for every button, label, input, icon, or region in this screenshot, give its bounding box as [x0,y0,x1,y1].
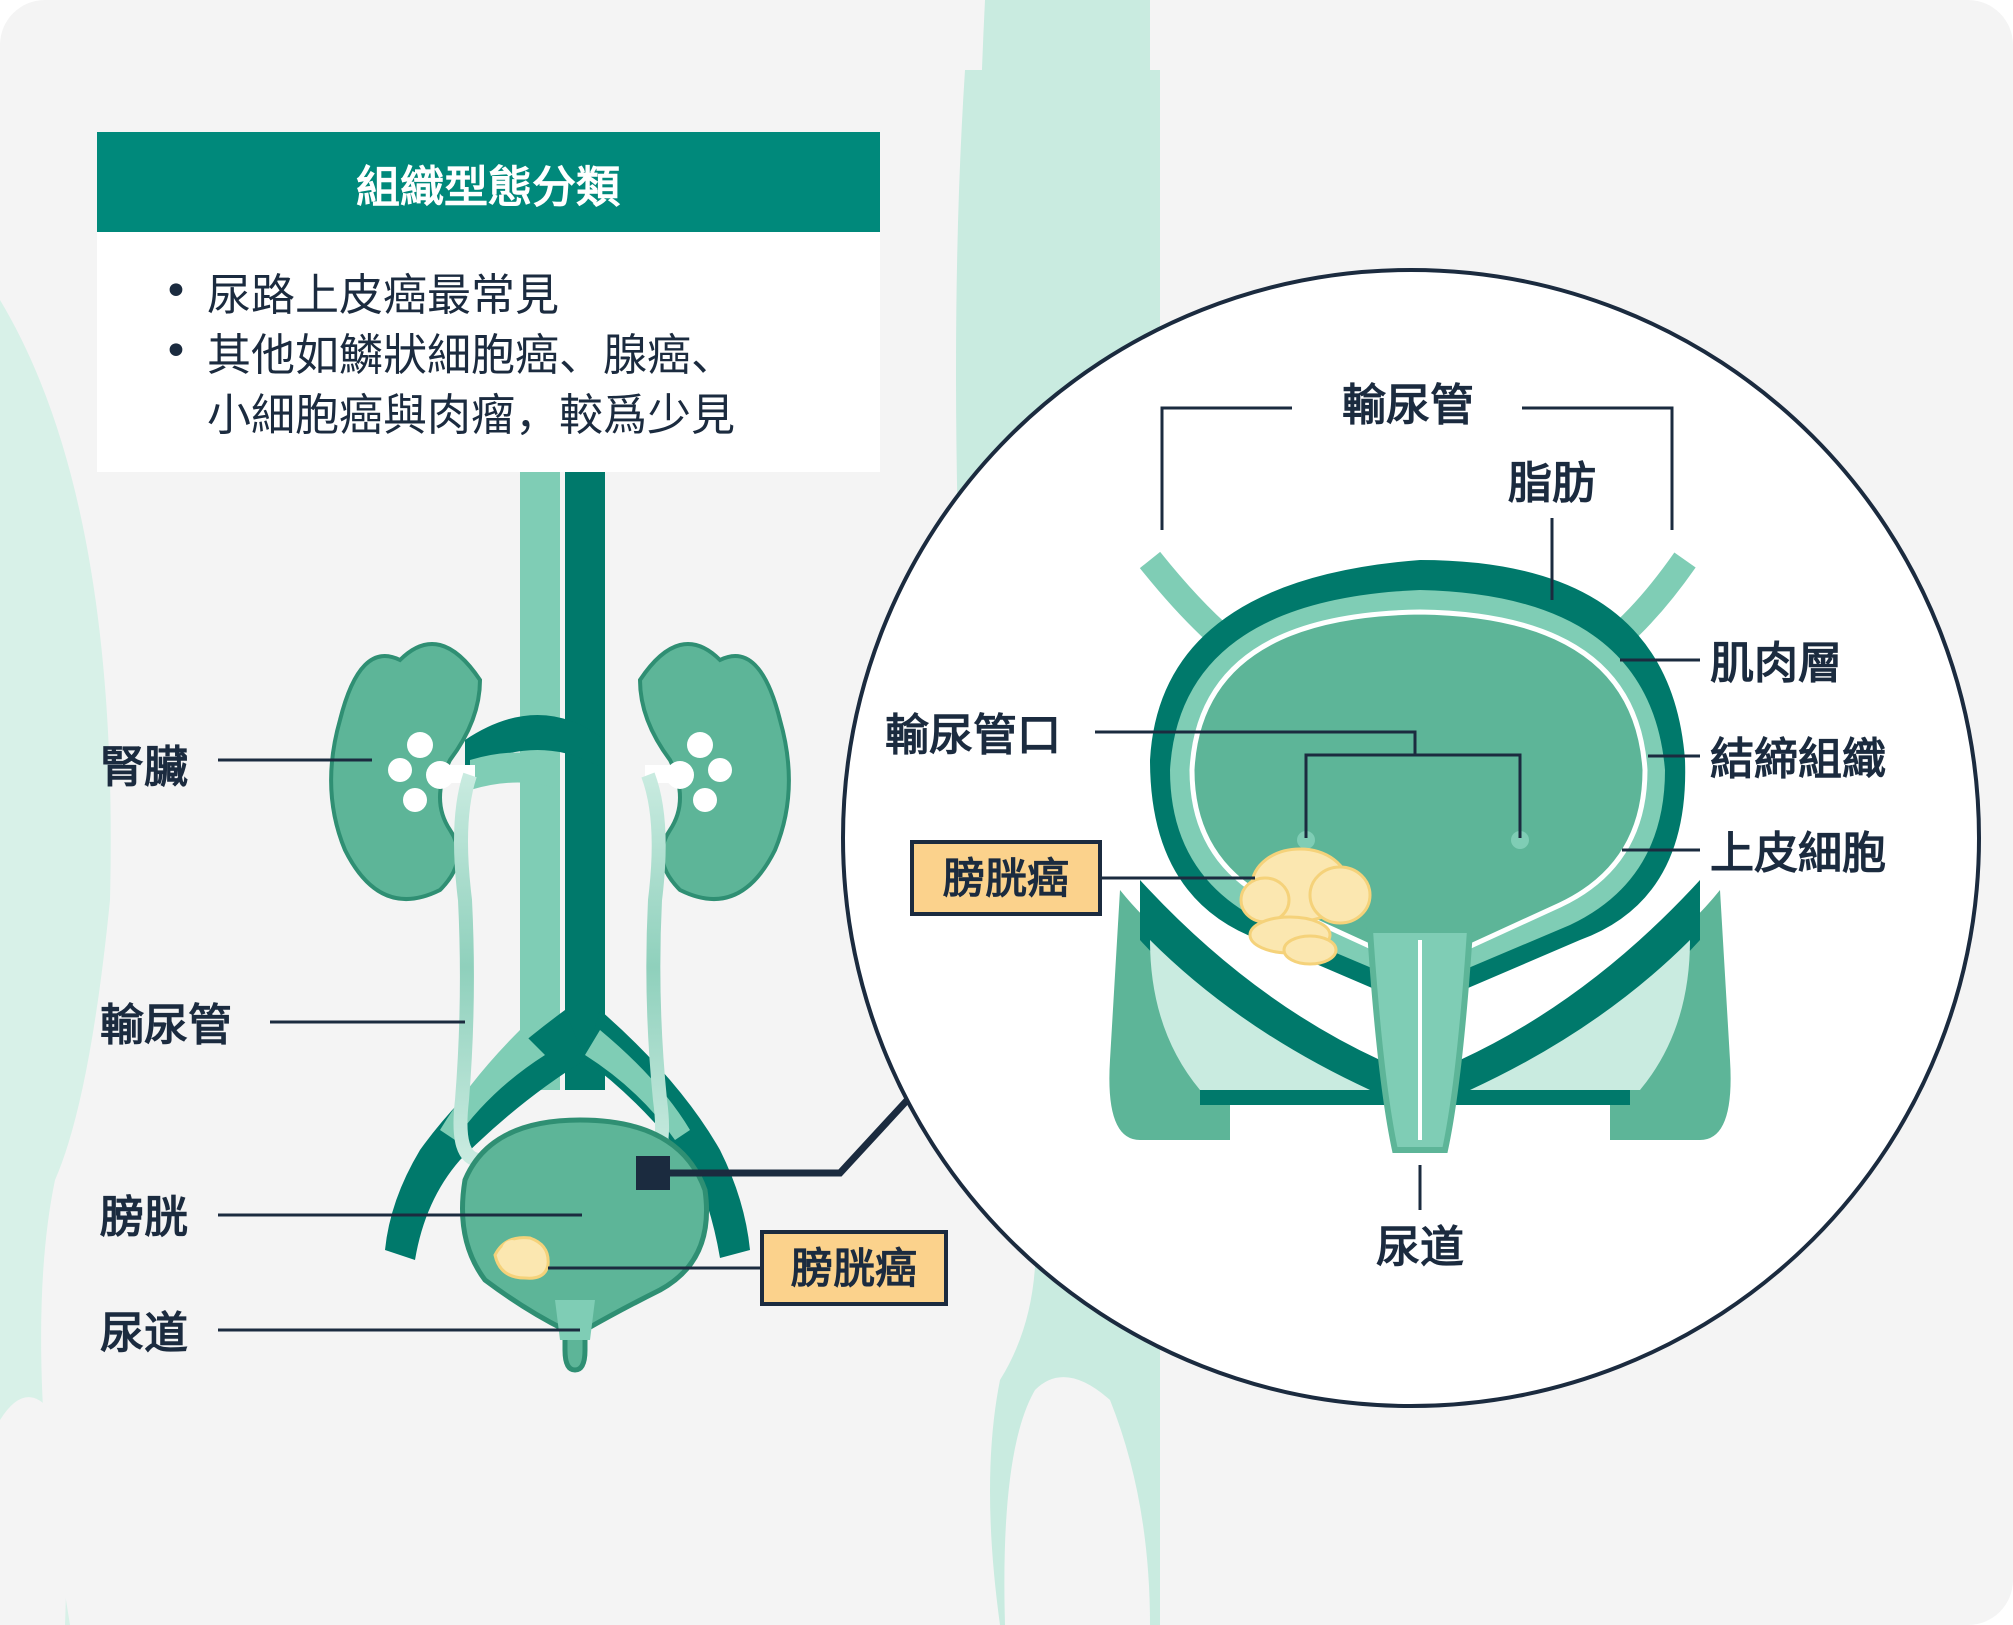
cancer-label-box [760,1230,948,1306]
card-bullet-2-cont: 小細胞癌與肉瘤，較爲少見 [207,390,735,441]
ureter-left [453,772,481,1167]
zoom-label-fat: 脂肪 [1508,458,1596,509]
left-arm-gap [0,1397,66,1625]
card-header [97,132,880,232]
pelvic-band-right [1460,880,1700,1100]
pelvic-band-left [1140,880,1380,1100]
card-bullet-1: 尿路上皮癌最常見 [207,270,559,321]
body-left-edge [0,300,111,1625]
label-urethra: 尿道 [100,1308,188,1359]
orifice-right [1511,831,1529,849]
leader-orifice-bracket [1304,753,1522,838]
tumor-bump [502,1240,522,1260]
iliac-artery-left [385,1010,585,1260]
card-bullet-mark-2: • [163,326,189,377]
zoom-label-orifice: 輸尿管口 [885,710,1061,761]
zoom-label-cancer: 膀胱癌 [942,854,1069,903]
ureter-right [641,772,670,1167]
zoom-circle-outline [841,268,1981,1408]
aorta [565,470,605,1090]
pelvic-light-left [1150,940,1370,1090]
zoom-label-ureter: 輸尿管 [1342,380,1474,431]
right-arm-gap [1004,1377,1150,1625]
renal-vessels [465,715,605,770]
bladder-tumor [493,1236,550,1280]
card-bullet-mark-1: • [163,266,189,317]
label-ureter: 輸尿管 [100,1000,232,1051]
zoom-label-muscle: 肌肉層 [1710,638,1842,689]
renal-vessels-light [470,752,560,790]
zoom-label-epithelium: 上皮細胞 [1710,828,1886,879]
zoom-connector [670,1067,938,1177]
zoom-tumor [1239,847,1372,966]
zoom-label-urethra: 尿道 [1376,1222,1464,1273]
card-title: 組織型態分類 [356,162,621,213]
urethra [555,1300,595,1340]
zoom-contents [1109,551,1731,1153]
zoom-cancer-label-box [910,840,1102,916]
leader-orifice [1095,730,1417,755]
card-bullet-2: 其他如鱗狀細胞癌、腺癌、 [207,330,735,381]
orifice-left [1297,831,1315,849]
zoom-marker [636,1156,670,1190]
zoom-bracket-left [1160,406,1292,530]
zoom-label-connective: 結締組織 [1710,734,1886,785]
zoom-bracket-right [1522,406,1674,530]
label-kidney: 腎臟 [100,742,188,793]
pelvic-light-right [1470,940,1690,1090]
leg-gap [559,1355,641,1625]
card-body [97,232,880,472]
label-bladder: 膀胱 [99,1192,188,1243]
label-cancer: 膀胱癌 [790,1244,917,1293]
